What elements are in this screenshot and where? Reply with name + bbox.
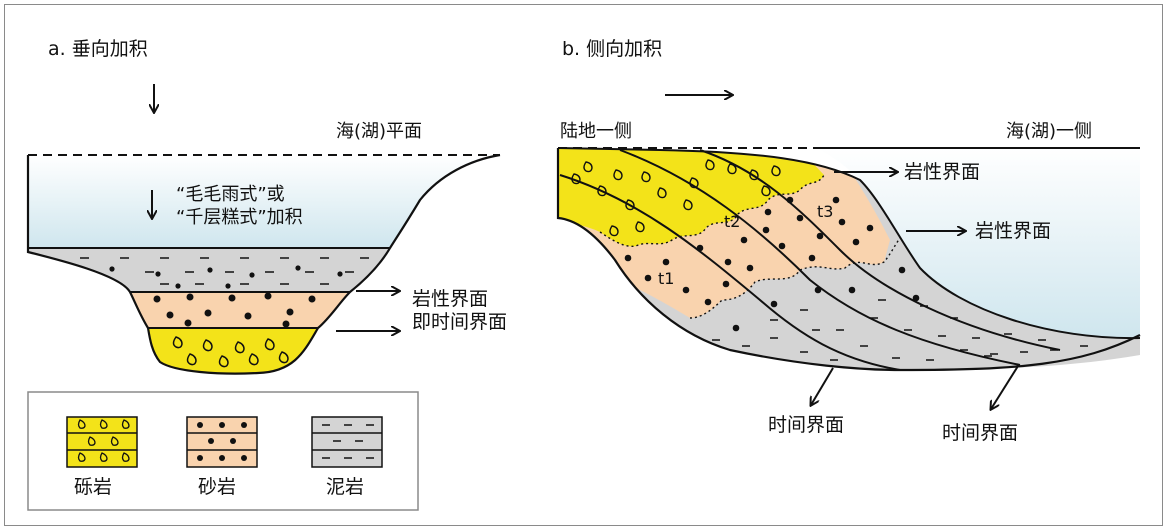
mud-dots (109, 265, 343, 289)
panel-b-title: b. 侧向加积 (562, 38, 663, 60)
basin-outline (26, 153, 501, 375)
time-arrow-b2 (991, 365, 1019, 409)
sea-side-label: 海(湖)一侧 (1006, 121, 1093, 142)
litho-boundary-label-2: 岩性界面 (975, 220, 1052, 242)
seafloor-profile (557, 147, 1141, 340)
land-side-label: 陆地一侧 (560, 121, 632, 142)
legend-swatch-mudstone (311, 416, 383, 468)
slope-outline (556, 148, 1141, 372)
conglomerate-texture (172, 336, 289, 368)
t3-label: t3 (817, 202, 834, 221)
conglomerate-wedge (558, 148, 824, 247)
legend-label-sandstone: 砂岩 (198, 476, 237, 498)
legend-label-mudstone: 泥岩 (326, 476, 365, 498)
sandstone-texture (153, 292, 316, 328)
accretion-label-2: “千层糕式”加积 (176, 207, 303, 228)
mudstone-texture (80, 257, 369, 285)
time-arrow-b1 (811, 367, 834, 405)
t2-label: t2 (724, 212, 741, 231)
legend-box (27, 391, 419, 511)
sea-water (820, 148, 1140, 339)
t1-label: t1 (658, 269, 675, 288)
panel-b-slope (556, 95, 1141, 409)
b-mudstone-texture (712, 299, 1088, 361)
litho-boundary-b-upper (599, 174, 825, 247)
panel-a-title: a. 垂向加积 (48, 38, 148, 60)
legend-swatch-conglomerate (66, 416, 138, 468)
conglomerate-layer (148, 328, 318, 374)
basin-water (28, 155, 500, 248)
time-boundary-label-1: 时间界面 (768, 414, 845, 436)
legend-swatch-sandstone (186, 416, 258, 468)
panel-a-basin (26, 84, 501, 375)
sea-level-label: 海(湖)平面 (336, 121, 423, 142)
legend-label-conglomerate: 砾岩 (74, 476, 113, 498)
litho-boundary-b-lower (689, 237, 901, 319)
sandstone-layer (130, 292, 350, 328)
time-line-t3 (699, 149, 1061, 351)
boundary-label-2: 即时间界面 (412, 311, 508, 333)
time-boundary-label-2: 时间界面 (942, 422, 1019, 444)
b-conglomerate-texture (571, 159, 781, 237)
litho-boundary-label-1: 岩性界面 (904, 161, 981, 183)
accretion-label-1: “毛毛雨式”或 (176, 184, 285, 205)
b-sandstone-texture (624, 196, 920, 332)
boundary-label-1: 岩性界面 (412, 288, 489, 310)
time-line-t1 (559, 174, 901, 371)
